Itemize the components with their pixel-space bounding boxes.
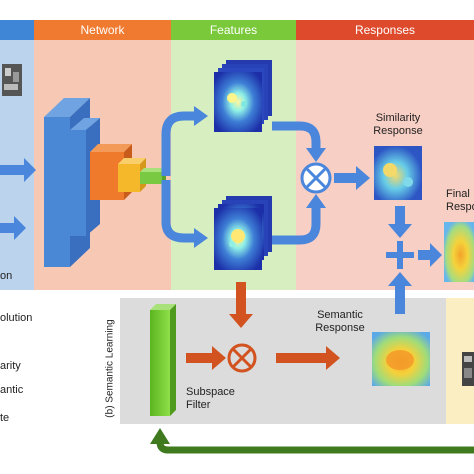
input-image-icon [2,64,22,96]
add-to-final-arrow [418,243,442,267]
multiply-to-semantic-response-arrow [276,346,340,370]
semantic-to-add-arrow [388,272,412,314]
semantic-response-map [372,332,430,386]
input-header [0,20,34,40]
responses-header: Responses [296,20,474,40]
branch-arrow-bottom [161,180,208,248]
semantic-response-label: Semantic Response [315,309,365,334]
input-arrow-top [0,158,36,182]
add-operator [386,241,414,269]
cnn-layer-blue-2 [70,118,100,236]
similarity-response-label: Similarity Response [373,112,423,137]
subspace-filter-bar [150,304,176,416]
similarity-response-map [374,146,422,200]
branch-arrow-top [161,106,208,176]
input-arrow-bottom [0,216,26,240]
left-bottom-label: on [0,270,13,282]
feature-map-bottom [214,196,272,270]
multiply-to-similarity-arrow [334,166,370,190]
semantic-learning-label: (b) Semantic Learning [104,319,116,418]
correlation-operator-top [300,162,332,194]
correlation-operator-bottom [227,343,257,373]
final-response-label: Final Respo [446,188,474,213]
network-header: Network [34,20,171,40]
final-response-map [444,222,474,282]
feature-bottom-to-multiply-arrow [272,194,326,245]
features-header: Features [171,20,296,40]
similarity-to-add-arrow [388,206,412,238]
left-list-item-1: olution [0,312,33,324]
feature-map-top [214,60,272,132]
left-list-item-3: antic [0,384,24,396]
left-list-item-2: arity [0,360,21,372]
subspace-filter-label: Subspace Filter [186,386,235,411]
feedback-arrow [150,428,474,454]
filter-to-multiply-arrow [186,346,226,370]
features-to-semantic-arrow [229,282,253,328]
feature-top-to-multiply-arrow [272,121,326,162]
left-list-item-4: te [0,412,10,424]
target-image-icon [462,352,474,386]
